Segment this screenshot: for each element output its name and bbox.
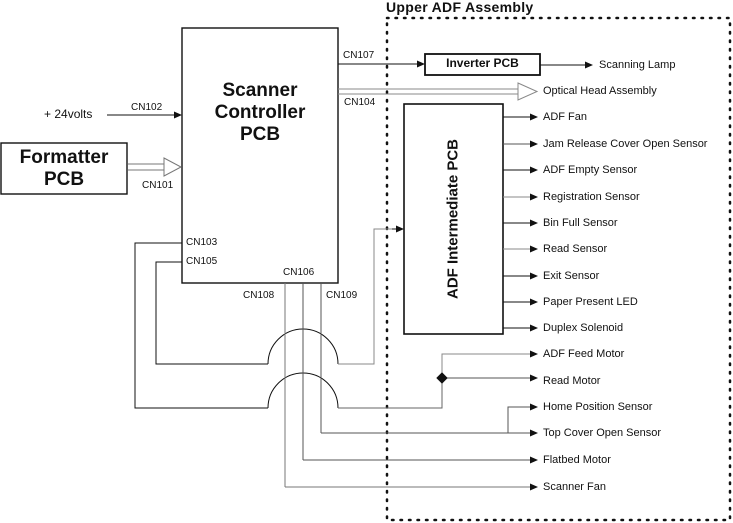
cn103-label: CN103 (186, 237, 218, 248)
paper-present-led-label: Paper Present LED (543, 296, 638, 308)
read-motor-label: Read Motor (543, 375, 601, 387)
formatter-line2: PCB (43, 169, 85, 190)
jam-release-sensor-label: Jam Release Cover Open Sensor (543, 138, 708, 150)
cn106-label: CN106 (283, 267, 315, 278)
flatbed-motor-label: Flatbed Motor (543, 454, 611, 466)
scanner-fan-label: Scanner Fan (543, 481, 606, 493)
home-position-sensor-label: Home Position Sensor (543, 401, 653, 413)
cn104-label: CN104 (344, 97, 376, 108)
bin-full-sensor-label: Bin Full Sensor (543, 217, 618, 229)
adf-intermediate-label: ADF Intermediate PCB (444, 138, 462, 300)
cn104-link (338, 82, 539, 101)
formatter-line1: Formatter (19, 147, 109, 168)
exit-sensor-label: Exit Sensor (543, 270, 600, 282)
adf-empty-sensor-label: ADF Empty Sensor (543, 164, 638, 176)
read-sensor-label: Read Sensor (543, 243, 608, 255)
cn101-label: CN101 (142, 180, 174, 191)
scanner-controller-line1: Scanner (222, 80, 298, 101)
adf-fan-label: ADF Fan (543, 111, 588, 123)
cn108-label: CN108 (243, 290, 275, 301)
upper-adf-assembly-boundary (385, 16, 732, 522)
registration-sensor-label: Registration Sensor (543, 191, 640, 203)
formatter-label: Formatter PCB (1, 147, 127, 191)
formatter-box (0, 142, 128, 195)
cn102-label: CN102 (131, 102, 163, 113)
adf-intermediate-box (403, 103, 504, 335)
scanner-controller-line2: Controller (214, 102, 306, 123)
power-input-label: + 24volts (44, 107, 93, 121)
cn105-label: CN105 (186, 256, 218, 267)
scanner-controller-line3: PCB (239, 124, 281, 145)
duplex-solenoid-label: Duplex Solenoid (543, 322, 624, 334)
adf-feed-motor-label: ADF Feed Motor (543, 348, 625, 360)
cn109-label: CN109 (326, 290, 358, 301)
scanner-controller-box (181, 27, 339, 284)
inverter-label: Inverter PCB (446, 56, 519, 70)
cn107-label: CN107 (343, 50, 375, 61)
cn106-harness (284, 283, 538, 491)
formatter-link (128, 157, 183, 177)
motor-branch (436, 350, 538, 384)
scanner-controller-label: Scanner Controller PCB (182, 80, 338, 146)
top-cover-sensor-label: Top Cover Open Sensor (543, 427, 662, 439)
optical-head-label: Optical Head Assembly (543, 85, 657, 97)
assembly-title: Upper ADF Assembly (386, 0, 534, 15)
adf-output-lines (503, 113, 538, 332)
scanning-lamp-label: Scanning Lamp (599, 59, 676, 71)
